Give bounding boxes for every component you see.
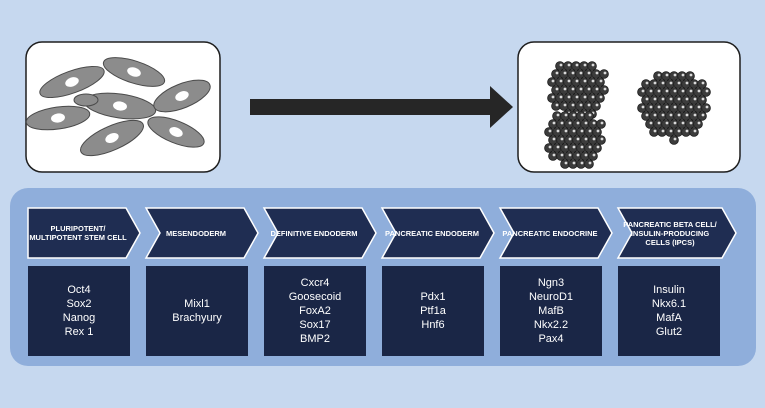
marker: Ngn3 [537,277,565,289]
marker: Ptf1a [420,305,446,317]
stem-cell [102,57,166,87]
marker-box-5: Ngn3 NeuroD1 MafB Nkx2.2 Pax4 [500,266,602,356]
marker: BMP2 [300,333,330,345]
stage-title-2: MESENDODERM [165,228,226,238]
stage-chevron-3 [262,207,377,259]
stage-title-3: DEFINITIVE ENDODERM [270,228,358,238]
marker-box-6: Insulin Nkx6.1 MafA Glut2 [618,266,720,356]
stage-title-6: PANCREATIC BETA CELL/ INSULIN-PRODUCING … [623,219,717,247]
marker: Cxcr4 [300,277,330,289]
stage-chevron-6 [616,207,737,259]
marker: Oct4 [67,284,91,296]
stem-cell [25,105,91,131]
stage-title-1: PLURIPOTENT/ MULTIPOTENT STEM CELL [29,224,127,242]
cell-cluster [544,111,606,169]
marker: Pdx1 [420,291,446,303]
marker: FoxA2 [299,305,331,317]
marker: MafB [538,305,564,317]
marker: Sox17 [299,319,331,331]
stage-chevron-1 [27,207,141,259]
stage-chevron-4 [380,207,495,259]
stem-cell [80,119,144,157]
stem-cell [153,79,211,113]
marker: Rex 1 [64,326,94,338]
stage-chevron-2 [144,207,259,259]
stem-cell [73,93,99,107]
marker: Insulin [653,284,685,296]
marker: MafA [656,312,682,324]
marker-box-3: Cxcr4 Goosecoid FoxA2 Sox17 BMP2 [264,266,366,356]
right-arrow-icon [250,86,513,128]
stem-cell [147,116,205,148]
marker: Nkx2.2 [533,319,569,331]
marker: Sox2 [66,298,92,310]
cell-cluster [637,71,711,145]
marker: Goosecoid [288,291,342,303]
stage-title-4: PANCREATIC ENDODERM [385,228,479,238]
stage-chevron-5 [498,207,613,259]
marker: Nkx6.1 [651,298,687,310]
stage-chevrons [27,207,737,259]
elongated-stem-cells-icon [25,57,211,157]
marker: Glut2 [655,326,683,338]
marker: Nanog [62,312,96,324]
marker-box-1: Oct4 Sox2 Nanog Rex 1 [28,266,130,356]
marker: Pax4 [538,333,564,345]
marker-box-4: Pdx1 Ptf1a Hnf6 [382,266,484,356]
stem-cell [39,65,105,99]
stage-title-5: PANCREATIC ENDOCRINE [502,228,598,238]
marker: Hnf6 [421,319,445,331]
marker-box-2: Mixl1 Brachyury [146,266,248,356]
marker: Brachyury [172,312,222,324]
marker: Mixl1 [184,298,210,310]
islet-cell-clusters-icon [544,61,711,169]
marker: NeuroD1 [528,291,574,303]
